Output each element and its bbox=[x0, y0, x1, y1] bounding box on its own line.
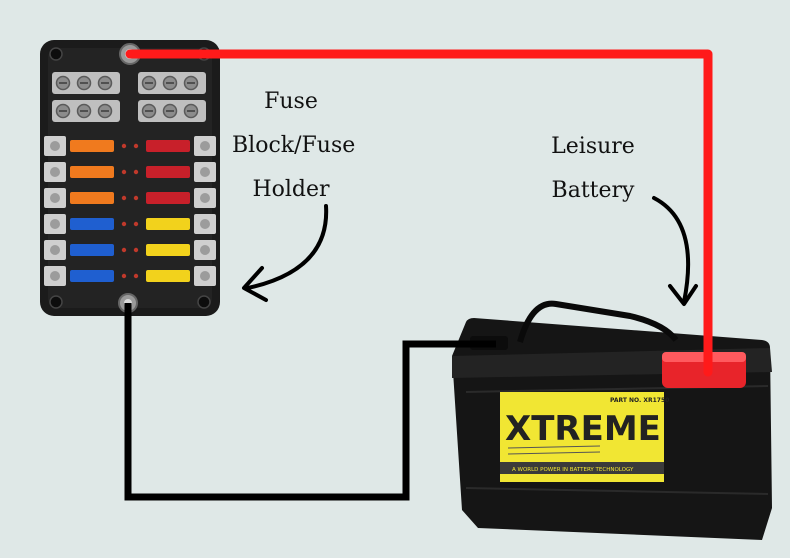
fuse-orange[interactable] bbox=[70, 166, 114, 178]
battery-brand: XTREME bbox=[505, 409, 661, 449]
led-indicator bbox=[121, 169, 127, 175]
fuse-label-line-3: Holder bbox=[252, 177, 330, 202]
positive-wire bbox=[125, 49, 713, 377]
fuse-yellow[interactable] bbox=[146, 218, 190, 230]
led-indicator bbox=[133, 143, 139, 149]
battery-label-text: Leisure Battery bbox=[538, 125, 648, 213]
fuse-block-label: Fuse Block/Fuse Holder bbox=[232, 80, 356, 212]
led-indicator bbox=[133, 273, 139, 279]
led-indicator bbox=[121, 247, 127, 253]
fuse-blue[interactable] bbox=[70, 270, 114, 282]
fuse-label-line-2: Block/Fuse bbox=[232, 133, 356, 158]
fuse-red[interactable] bbox=[146, 166, 190, 178]
fuse-yellow[interactable] bbox=[146, 270, 190, 282]
leisure-battery: XTREME PART NO. XR1750 A WORLD POWER IN … bbox=[452, 300, 772, 540]
led-indicator bbox=[133, 221, 139, 227]
led-indicator bbox=[121, 273, 127, 279]
battery-label: XTREME PART NO. XR1750 A WORLD POWER IN … bbox=[500, 392, 669, 482]
battery-part-number: PART NO. XR1750 bbox=[610, 397, 669, 404]
fuse-rows bbox=[44, 136, 216, 286]
led-indicator bbox=[133, 247, 139, 253]
bus-screws bbox=[55, 75, 199, 119]
fuse-row bbox=[44, 162, 216, 182]
fuse-arrow bbox=[242, 204, 329, 302]
fuse-label-line-1: Fuse bbox=[264, 89, 318, 114]
led-indicator bbox=[121, 195, 127, 201]
battery-handle bbox=[517, 300, 679, 343]
fuse-blue[interactable] bbox=[70, 218, 114, 230]
battery-label-line-2: Battery bbox=[551, 178, 635, 203]
fuse-yellow[interactable] bbox=[146, 244, 190, 256]
negative-wire bbox=[124, 303, 496, 501]
fuse-orange[interactable] bbox=[70, 140, 114, 152]
fuse-red[interactable] bbox=[146, 192, 190, 204]
fuse-row bbox=[44, 240, 216, 260]
fuse-row bbox=[44, 136, 216, 156]
fuse-red[interactable] bbox=[146, 140, 190, 152]
fuse-row bbox=[44, 266, 216, 286]
battery-arrow bbox=[652, 196, 698, 306]
battery-label-line-1: Leisure bbox=[551, 134, 635, 159]
fuse-row bbox=[44, 214, 216, 234]
fuse-block bbox=[40, 40, 220, 316]
led-indicator bbox=[133, 169, 139, 175]
fuse-row bbox=[44, 188, 216, 208]
led-indicator bbox=[121, 221, 127, 227]
led-indicator bbox=[121, 143, 127, 149]
fuse-blue[interactable] bbox=[70, 244, 114, 256]
fuse-orange[interactable] bbox=[70, 192, 114, 204]
led-indicator bbox=[133, 195, 139, 201]
battery-tagline: A WORLD POWER IN BATTERY TECHNOLOGY bbox=[512, 467, 634, 473]
